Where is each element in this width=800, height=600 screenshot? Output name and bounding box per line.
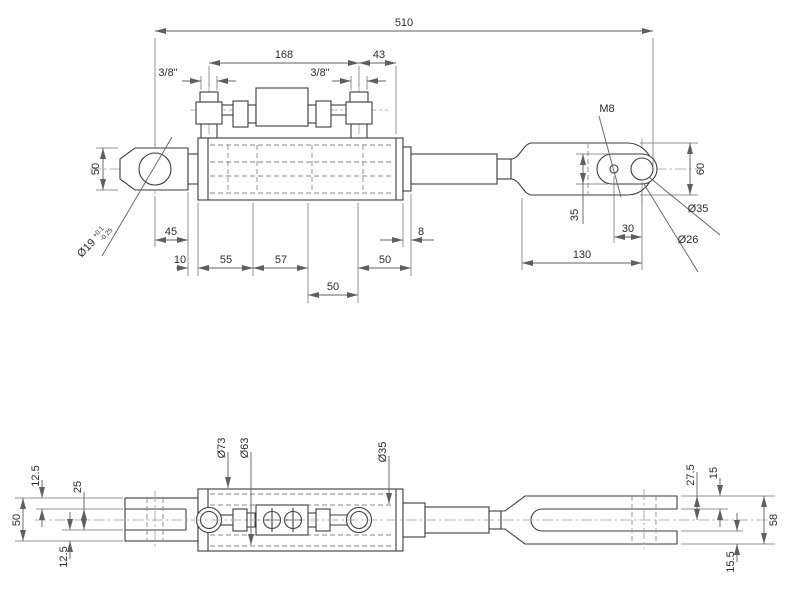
- piston-rod: [402, 142, 658, 196]
- dim-45: 45: [165, 226, 177, 238]
- dim-50-right: 50: [379, 254, 391, 266]
- side-view: 510 168 43 3/8" 3/8" 50: [72, 17, 721, 303]
- dim-fitting-span: 168: [275, 49, 293, 61]
- hydraulic-ports: [195, 91, 373, 138]
- fork-end-top: [124, 497, 199, 542]
- dim-fork-width-right: 58: [768, 514, 780, 526]
- dim-15-5: 15.5: [725, 551, 737, 572]
- large-hole: [630, 157, 654, 181]
- dim-15: 15: [708, 467, 720, 479]
- centerlines-top: [35, 489, 770, 549]
- grease-hole: [609, 164, 619, 174]
- valve-assembly: [222, 87, 346, 128]
- dim-end-height: 60: [695, 163, 707, 175]
- dim-port-right: 3/8": [310, 67, 329, 79]
- dim-hole-spacing: 30: [622, 223, 634, 235]
- dim-slot-width: 35: [569, 209, 581, 221]
- pin-hole-dia: Ø19: [75, 237, 98, 260]
- dim-slot-gap: 25: [72, 481, 84, 493]
- dim-fork-width: 50: [11, 514, 23, 526]
- dim-27-5: 27.5: [685, 464, 697, 485]
- cylinder-barrel: [197, 137, 404, 201]
- dim-port-left: 3/8": [158, 67, 177, 79]
- dim-fork-height: 50: [90, 163, 102, 175]
- valve-block: [255, 87, 309, 127]
- part-geometry: [119, 87, 658, 201]
- label-rod-dia: Ø35: [377, 442, 389, 463]
- dim-57: 57: [275, 254, 287, 266]
- dim-end-length: 130: [573, 249, 591, 261]
- fork-neck: [187, 153, 199, 185]
- part-geometry-top: [124, 488, 678, 552]
- dim-10: 10: [174, 254, 186, 266]
- label-thread-m8: M8: [599, 103, 614, 115]
- label-bore-dia: Ø63: [239, 438, 251, 459]
- dim-plate-bottom: 12.5: [58, 546, 70, 567]
- dim-43: 43: [373, 49, 385, 61]
- label-pin-hole: Ø19 +0.1 -0.25: [72, 219, 114, 262]
- dimensions: 510 168 43 3/8" 3/8" 50: [72, 17, 721, 303]
- label-hole-dia: Ø26: [678, 234, 699, 246]
- dim-55: 55: [220, 254, 232, 266]
- dim-plate-top: 12.5: [30, 465, 42, 486]
- label-cylinder-od: Ø73: [216, 438, 228, 459]
- top-view: 12.5 25 50 12.5 Ø73 Ø63 Ø35 27.5: [11, 438, 780, 573]
- label-slot-end-dia: Ø35: [688, 203, 709, 215]
- dim-overall-length: 510: [395, 17, 413, 29]
- dim-50-mid: 50: [327, 281, 339, 293]
- dim-8: 8: [418, 226, 424, 238]
- pin-hole: [138, 152, 172, 186]
- dimensions-top: 12.5 25 50 12.5 Ø73 Ø63 Ø35 27.5: [11, 438, 780, 573]
